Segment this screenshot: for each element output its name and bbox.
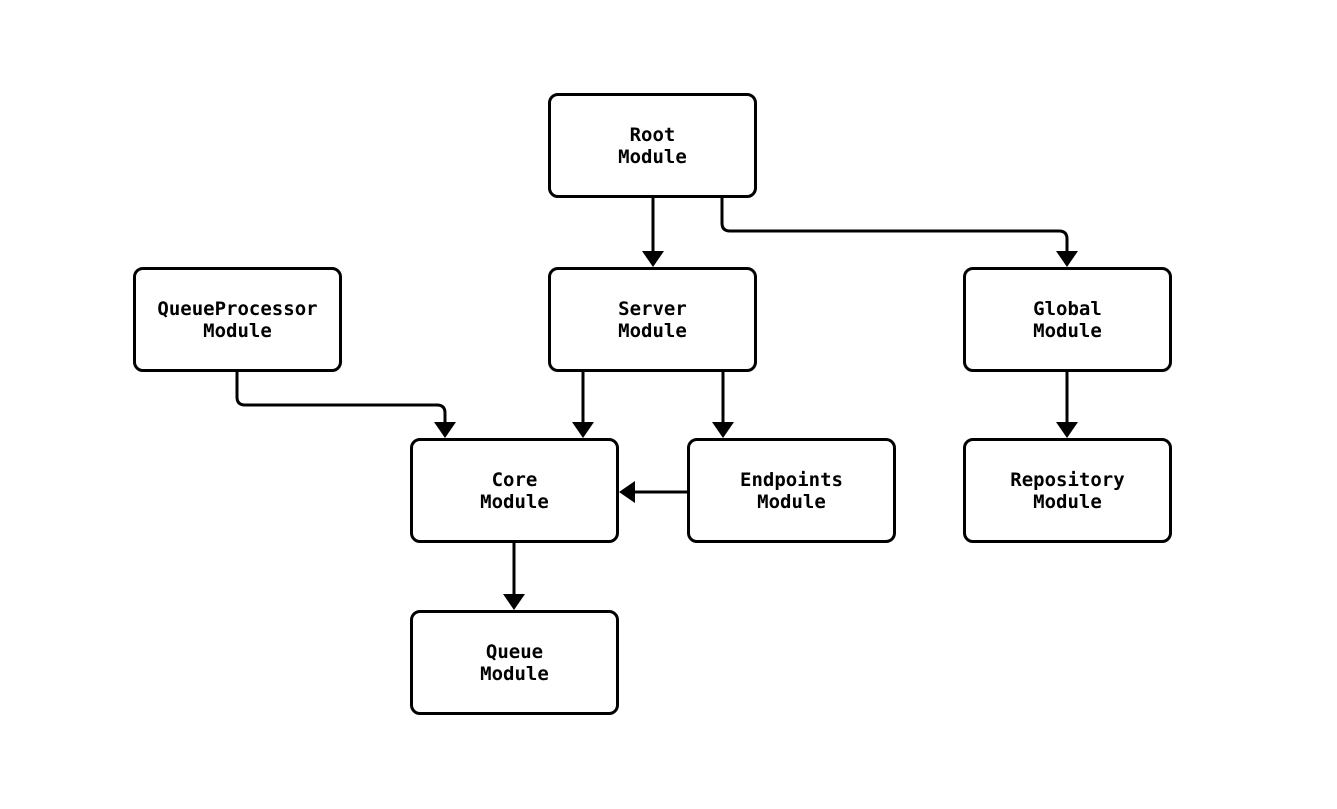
node-label: QueueProcessor [157, 297, 318, 320]
node-label: Module [480, 662, 549, 685]
node-label: Global [1033, 297, 1102, 320]
node-core-module: Core Module [410, 438, 619, 543]
node-label: Module [618, 319, 687, 342]
node-label: Module [1033, 490, 1102, 513]
node-label: Queue [485, 640, 544, 663]
edge-queueprocessor-to-core [235, 372, 447, 422]
arrowhead-root-to-global [1056, 251, 1078, 267]
arrowhead-queueprocessor-to-core [434, 422, 456, 438]
edge-root-to-global [720, 198, 1069, 251]
node-label: Module [618, 145, 687, 168]
node-server-module: Server Module [548, 267, 757, 372]
node-endpoints-module: Endpoints Module [687, 438, 896, 543]
arrowhead-server-to-core [572, 422, 594, 438]
node-queue-module: Queue Module [410, 610, 619, 715]
node-label: Module [757, 490, 826, 513]
node-queueprocessor-module: QueueProcessor Module [133, 267, 342, 372]
arrowhead-root-to-server [642, 251, 664, 267]
node-label: Repository [1010, 468, 1125, 491]
arrowhead-core-to-queue [503, 594, 525, 610]
node-label: Core [491, 468, 538, 491]
node-label: Module [203, 319, 272, 342]
node-label: Server [618, 297, 687, 320]
node-label: Endpoints [740, 468, 843, 491]
arrowhead-server-to-endpoints [712, 422, 734, 438]
node-label: Module [480, 490, 549, 513]
node-label: Root [629, 123, 676, 146]
node-root-module: Root Module [548, 93, 757, 198]
arrowhead-global-to-repository [1056, 422, 1078, 438]
node-label: Module [1033, 319, 1102, 342]
node-repository-module: Repository Module [963, 438, 1172, 543]
node-global-module: Global Module [963, 267, 1172, 372]
arrowhead-endpoints-to-core [619, 481, 635, 503]
